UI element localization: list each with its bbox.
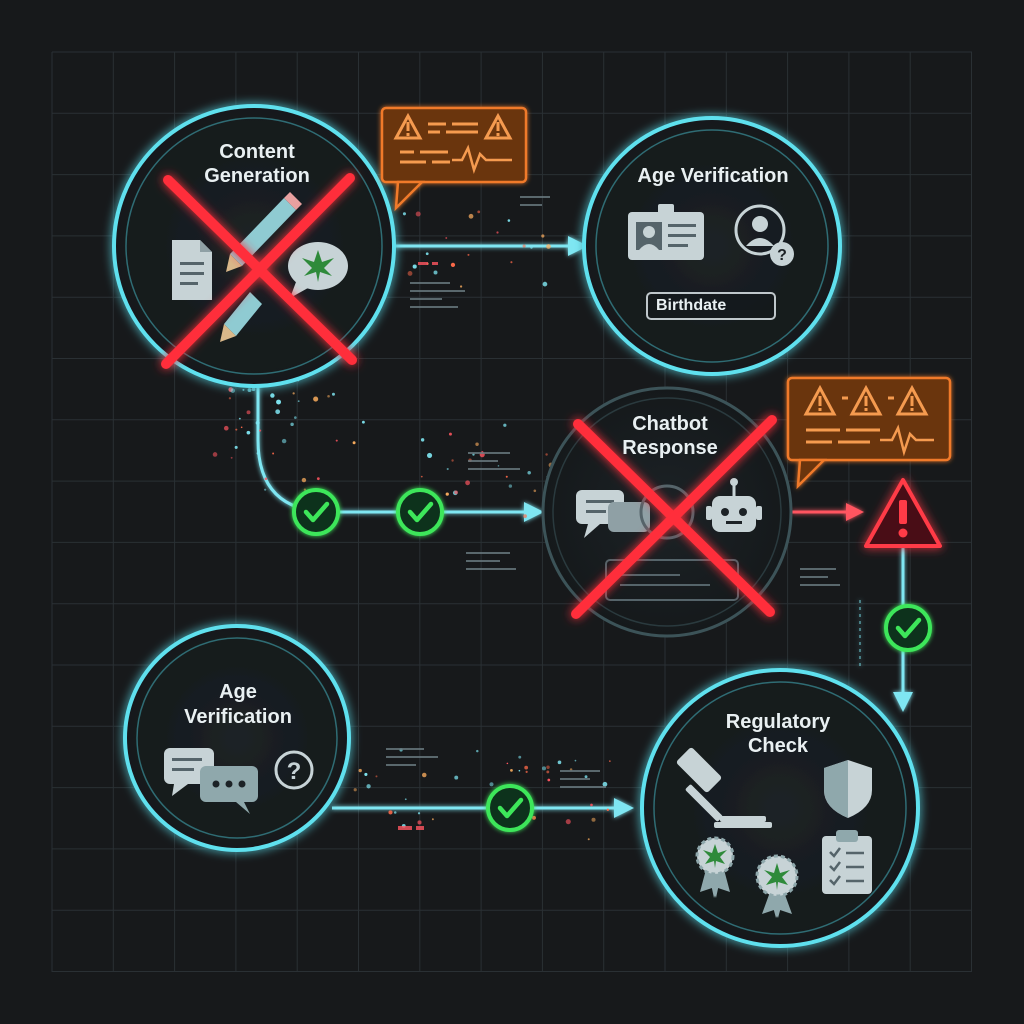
node-title-age-top: Age Verification <box>637 165 788 187</box>
robot-icon <box>706 478 762 532</box>
node-title-age-bottom: Age <box>219 681 257 703</box>
node-title-regulatory-2: Check <box>748 735 809 757</box>
chat-bubbles-icon <box>576 490 650 538</box>
checkmark-icon <box>396 488 444 536</box>
checkmark-icon <box>486 784 534 832</box>
node-title-age-bottom-2: Verification <box>184 706 292 728</box>
warning-triangle-icon <box>393 112 423 140</box>
node-title-content: Content <box>219 141 295 163</box>
node-chatbot-response[interactable] <box>541 386 793 638</box>
warning-bubble-top <box>380 106 528 212</box>
user-question-icon: ? <box>734 204 794 266</box>
gavel-icon <box>676 747 772 828</box>
chat-bubbles-icon <box>164 748 258 814</box>
cannabis-badge-icon <box>755 854 799 918</box>
birthdate-field[interactable]: Birthdate <box>646 292 776 320</box>
cannabis-badge-icon <box>695 836 735 898</box>
checkmark-icon <box>884 604 932 652</box>
node-regulatory-check[interactable] <box>640 668 920 948</box>
warning-bubble-right <box>786 376 952 490</box>
question-icon: ? <box>274 750 314 790</box>
arrowhead <box>568 236 588 256</box>
warning-triangle-icon <box>483 112 513 140</box>
arrowhead <box>524 502 544 522</box>
node-title-chatbot-2: Response <box>622 437 718 459</box>
shield-icon <box>824 760 872 818</box>
node-title-content-2: Generation <box>204 165 310 187</box>
connector-content-to-chatbot <box>256 385 528 514</box>
svg-text:?: ? <box>287 758 302 785</box>
arrowhead <box>614 798 634 818</box>
checkmark-icon <box>292 488 340 536</box>
cannabis-chat-icon <box>288 242 348 298</box>
node-title-chatbot: Chatbot <box>632 413 708 435</box>
node-age-verification-top[interactable]: ? <box>582 116 842 376</box>
alert-triangle-icon <box>864 478 942 548</box>
blocked-x-icon <box>571 415 777 619</box>
node-age-verification-bottom[interactable]: ? <box>123 624 351 852</box>
pencil-icon <box>220 192 302 342</box>
check-markers <box>292 488 932 832</box>
node-content-generation[interactable] <box>112 104 396 388</box>
document-icon <box>172 240 212 300</box>
id-card-icon <box>628 204 704 260</box>
blocked-x-icon <box>161 173 357 369</box>
svg-text:?: ? <box>777 247 787 264</box>
code-snippets <box>386 196 840 830</box>
node-title-regulatory: Regulatory <box>726 711 831 733</box>
clipboard-checklist-icon <box>822 830 872 894</box>
alert-connector <box>792 503 913 712</box>
